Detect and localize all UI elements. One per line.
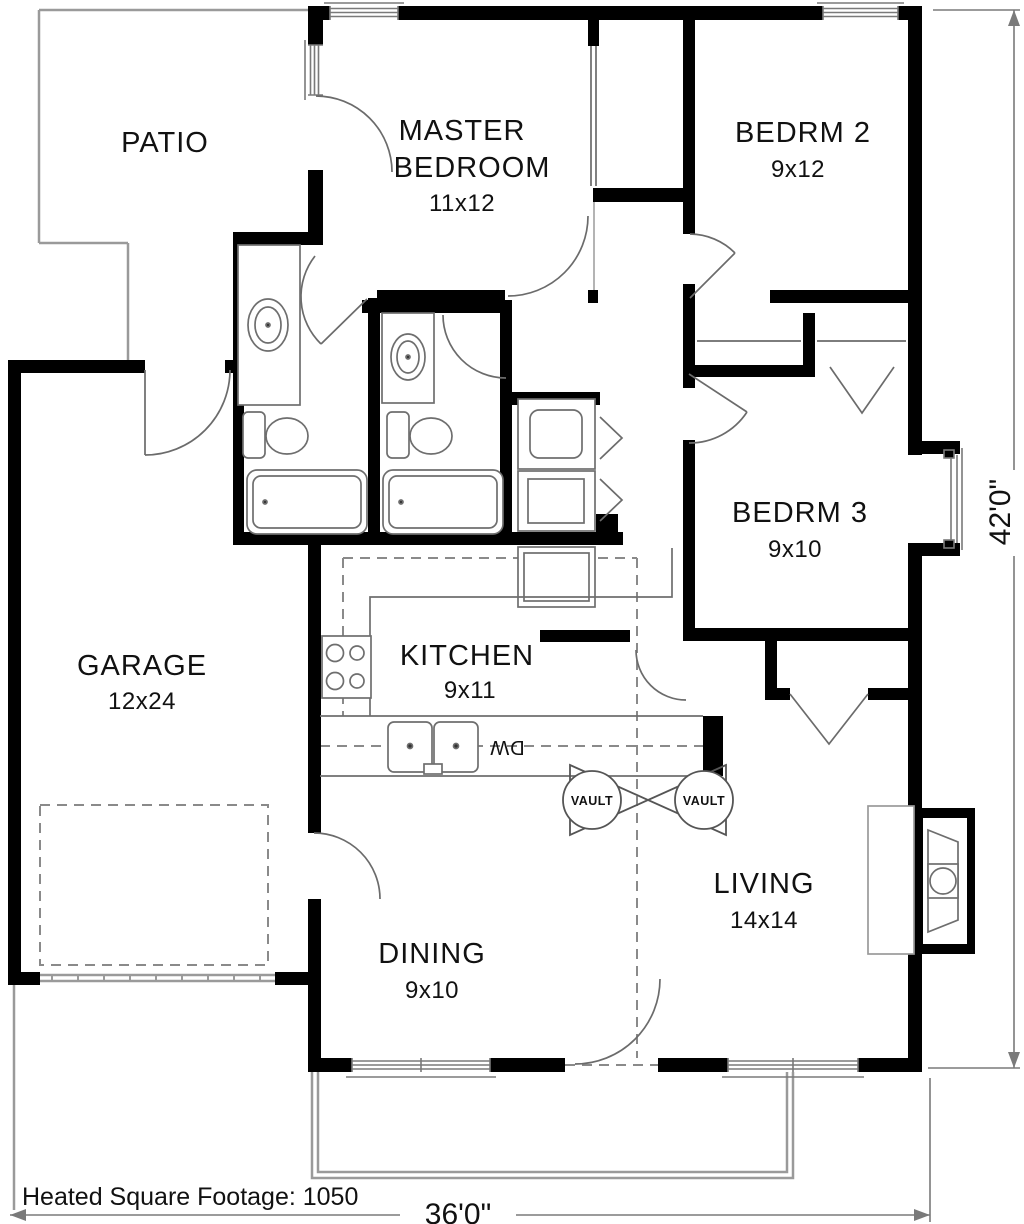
bedrm3-bay-window xyxy=(943,448,963,550)
master-top-window xyxy=(324,2,404,20)
patio-master-door-arc xyxy=(315,95,393,173)
garage-size: 12x24 xyxy=(108,688,176,715)
dimension-annotations: 36'0" 42'0" xyxy=(10,9,1020,1224)
patio-label: PATIO xyxy=(121,127,209,159)
dryer xyxy=(517,470,596,532)
living-closet-bifold xyxy=(789,693,869,746)
dining-label: DINING xyxy=(378,938,486,970)
bath2-toilet xyxy=(386,411,453,459)
bedrm2-top-window xyxy=(817,2,904,20)
fireplace xyxy=(867,805,975,955)
bedrm2-label: BEDRM 2 xyxy=(735,117,871,149)
height-dimension-line xyxy=(928,9,1020,1069)
vault-label-left: VAULT xyxy=(571,794,613,808)
garage-door-ticks xyxy=(51,975,261,981)
refrigerator xyxy=(517,546,596,608)
doors xyxy=(144,46,906,1065)
utility-bifold-doors xyxy=(599,416,624,522)
dishwasher-label: DW xyxy=(489,736,524,758)
bedrm3-door xyxy=(688,373,748,444)
master-closet-slider xyxy=(590,46,597,186)
hall-living-door-arc xyxy=(635,649,687,701)
porch-outline xyxy=(310,1072,795,1180)
bedrm3-closet-bifold xyxy=(829,366,895,415)
living-size: 14x14 xyxy=(730,907,798,934)
vault-circle-right xyxy=(674,770,734,830)
height-dimension-text: 42'0" xyxy=(984,479,1017,545)
bath2-door-arc xyxy=(442,314,507,379)
width-dimension-text: 36'0" xyxy=(425,1198,491,1224)
kitchen-size: 9x11 xyxy=(444,677,496,704)
bath1-toilet xyxy=(242,411,309,459)
master-label-line2: BEDROOM xyxy=(394,152,551,184)
living-label: LIVING xyxy=(713,868,814,900)
bedrm3-size: 9x10 xyxy=(768,536,822,563)
master-size: 11x12 xyxy=(429,190,495,217)
garage-door-panel xyxy=(40,973,275,983)
washer xyxy=(517,398,596,470)
patio-outline xyxy=(37,8,308,360)
bedrm3-label: BEDRM 3 xyxy=(732,497,868,529)
kitchen-sink xyxy=(387,721,479,775)
vault-markers: VAULT VAULT xyxy=(562,763,734,837)
master-door-arc xyxy=(507,215,589,297)
dining-bottom-window xyxy=(346,1058,496,1078)
front-door-arc xyxy=(574,978,661,1065)
room-labels: PATIO MASTER BEDROOM 11x12 BEDRM 2 9x12 … xyxy=(77,115,871,1004)
vault-circle-left xyxy=(562,770,622,830)
bath2-vanity xyxy=(381,312,435,404)
patio-garage-door-arc xyxy=(144,369,231,456)
walls xyxy=(8,6,960,1072)
garage-label: GARAGE xyxy=(77,650,207,682)
garage-parking-dashed xyxy=(39,804,269,966)
bedrm2-door xyxy=(689,233,736,299)
bath1-tub xyxy=(246,469,368,535)
footer-heated-square-footage: Heated Square Footage: 1050 xyxy=(22,1183,358,1211)
windows xyxy=(304,2,963,1078)
bath2-tub xyxy=(382,469,504,535)
vault-label-right: VAULT xyxy=(683,794,725,808)
width-dimension-line xyxy=(10,1078,931,1222)
stove xyxy=(321,635,372,699)
site-outlines xyxy=(12,8,795,1210)
garage-dining-door-arc xyxy=(313,832,381,900)
living-bottom-window xyxy=(722,1058,864,1078)
kitchen-label: KITCHEN xyxy=(400,640,534,672)
bedrm2-size: 9x12 xyxy=(771,156,825,183)
bath1-vanity xyxy=(237,244,301,406)
master-label-line1: MASTER xyxy=(399,115,526,147)
master-left-window xyxy=(304,40,323,100)
fixtures xyxy=(237,244,975,955)
bay-window-gap xyxy=(906,455,924,543)
bath1-door xyxy=(300,255,368,345)
dining-size: 9x10 xyxy=(405,977,459,1004)
